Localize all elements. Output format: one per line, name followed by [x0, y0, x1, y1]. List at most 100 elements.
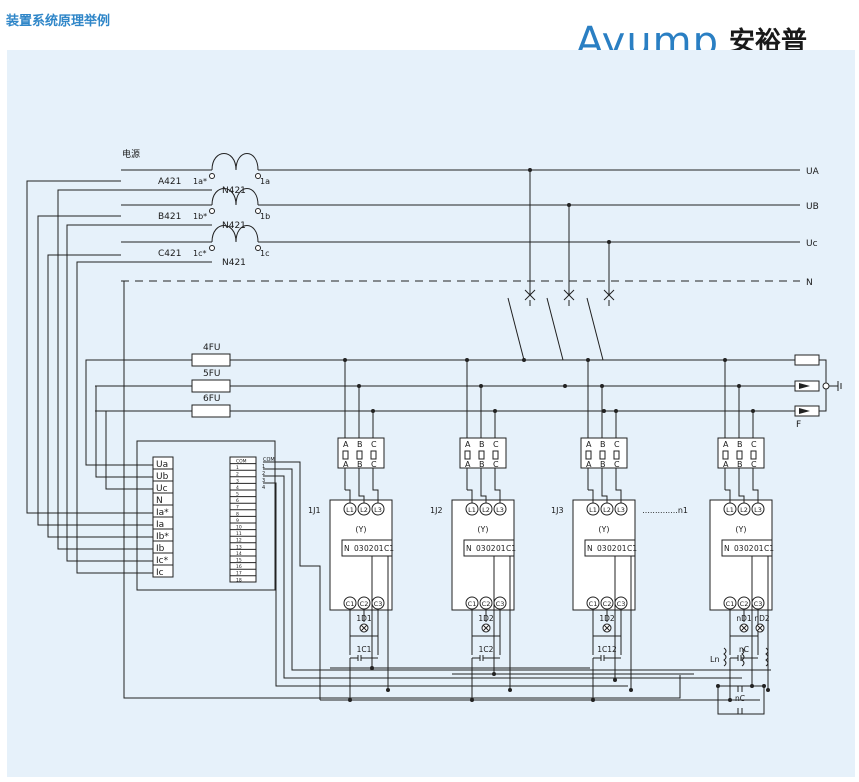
fuse-box-label-bottom: C — [614, 460, 620, 469]
ct-wire-label: B421 — [158, 212, 181, 222]
contactor-aux-label: C1 — [764, 544, 774, 553]
unit-name: 1J3 — [551, 506, 564, 515]
contactor-l-label: L2 — [603, 506, 611, 514]
lamp-x — [360, 624, 368, 632]
terminal-num: 11 — [236, 531, 242, 537]
fuse-element — [492, 450, 499, 460]
contactor-aux-label: 01 — [754, 544, 764, 553]
contactor-aux-label: C1 — [627, 544, 637, 553]
contactor-aux-label: N — [466, 544, 472, 553]
junction-dot — [508, 688, 512, 692]
controller-pin-label: Ic — [156, 568, 164, 578]
contactor-c-label: C2 — [740, 600, 749, 608]
fuse-element — [599, 450, 606, 460]
contactor-aux-label: N — [344, 544, 350, 553]
ct-wire-label: C421 — [158, 249, 181, 259]
junction-dot — [613, 678, 617, 682]
junction-dot — [357, 384, 361, 388]
contactor-aux-row — [584, 539, 636, 557]
contactor-aux-label: 02 — [364, 544, 374, 553]
lamp-x — [482, 624, 490, 632]
terminal-num: 12 — [236, 538, 242, 544]
junction-dot — [493, 409, 497, 413]
contactor-l-label: L3 — [754, 506, 762, 514]
ct-terminal — [209, 173, 215, 179]
contactor-c-label: C1 — [346, 600, 355, 608]
contactor-aux-row — [341, 539, 393, 557]
reactor-coil — [741, 647, 745, 667]
ct-signal-wire — [57, 189, 212, 550]
contactor-y-label: (Y) — [477, 525, 488, 534]
ct-wire-label: A421 — [158, 177, 181, 187]
terminal-num: COM — [236, 459, 247, 465]
contactor-c-label: C3 — [754, 600, 763, 608]
fuse-box-label-top: B — [737, 440, 743, 449]
fuse-box-label-top: A — [586, 440, 592, 449]
unit-wire — [588, 489, 594, 503]
contactor-aux-label: 01 — [617, 544, 627, 553]
source-label: 电源 — [122, 148, 140, 160]
fuse-box-label-top: B — [479, 440, 485, 449]
switch-blade — [546, 297, 564, 361]
bus-label-f: F — [796, 420, 801, 430]
switch-x — [603, 289, 615, 301]
ct-terminal-label: 1b — [260, 212, 270, 221]
junction-dot — [479, 384, 483, 388]
unit-wire — [467, 489, 473, 503]
terminal-num: 6 — [236, 498, 239, 504]
junction-dot — [465, 358, 469, 362]
terminal-num: 1 — [236, 465, 239, 471]
fuse-box-label-bottom: A — [723, 460, 729, 469]
contactor-aux-label: 02 — [607, 544, 617, 553]
ct-terminal — [255, 173, 261, 179]
ct-terminal-label: 1a — [260, 177, 270, 186]
fuse-box-label-top: C — [493, 440, 499, 449]
bus-terminal — [794, 354, 820, 366]
controller-pin-label: N — [156, 496, 163, 506]
terminal-side-num: 3 — [262, 478, 265, 484]
junction-dot — [602, 409, 606, 413]
capacitor-label: 1C2 — [479, 645, 494, 654]
terminal-num: 10 — [236, 525, 242, 531]
junction-dot — [723, 358, 727, 362]
contactor-l-label: L2 — [740, 506, 748, 514]
ct-terminal — [209, 245, 215, 251]
contactor-aux-row — [721, 539, 773, 557]
capacitor-label: 1C12 — [597, 645, 617, 654]
switch-blade — [507, 297, 525, 361]
terminal-num: 2 — [236, 472, 239, 478]
ct-terminal-label: 1b* — [193, 212, 207, 221]
bus-label-n: N — [806, 278, 813, 288]
unit-wire — [752, 468, 759, 503]
junction-dot — [386, 688, 390, 692]
controller-pin-label: Ia — [156, 520, 164, 530]
arrow-mark — [799, 408, 810, 414]
ground-node — [822, 382, 830, 390]
fuse — [191, 404, 231, 418]
fuse-box-label-top: C — [614, 440, 620, 449]
terminal-num: 18 — [236, 577, 242, 583]
contactor-aux-label: 01 — [496, 544, 506, 553]
switch-x — [524, 289, 536, 301]
lamp-x — [603, 624, 611, 632]
ct-coil — [211, 188, 259, 206]
contactor-aux-label: 03 — [476, 544, 486, 553]
unit-name: 1J2 — [430, 506, 443, 515]
contactor-aux-label: 02 — [744, 544, 754, 553]
contactor-l-label: L1 — [589, 506, 597, 514]
junction-dot — [766, 688, 770, 692]
contactor-c-label: C1 — [589, 600, 598, 608]
terminal-num: 14 — [236, 551, 242, 557]
unit-wire — [358, 468, 365, 503]
ct-terminal-label: 1c* — [193, 249, 207, 258]
controller-pin-label: Uc — [156, 484, 168, 494]
fuse-element — [722, 450, 729, 460]
junction-dot — [586, 358, 590, 362]
fuse-element — [464, 450, 471, 460]
fuse-box-label-bottom: A — [465, 460, 471, 469]
terminal-num: 4 — [236, 485, 239, 491]
ct-terminal-label: 1a* — [193, 177, 207, 186]
fuse-box-label-top: A — [465, 440, 471, 449]
ct-terminal-label: 1c — [260, 249, 270, 258]
junction-dot — [629, 688, 633, 692]
